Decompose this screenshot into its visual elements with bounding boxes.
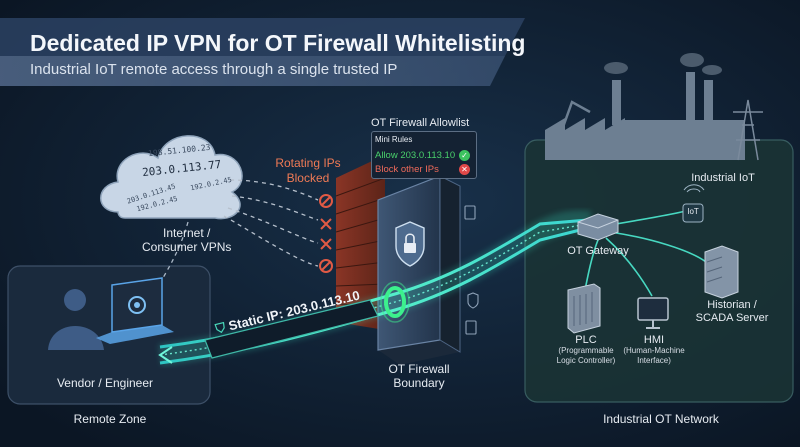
page-title: Dedicated IP VPN for OT Firewall Whiteli… <box>30 30 526 56</box>
shield-check-icon <box>467 292 479 309</box>
x-circle-icon: ✕ <box>459 164 470 175</box>
hmi-icon <box>637 297 669 329</box>
gear-icon <box>128 296 146 314</box>
power-tower-icon <box>733 99 763 161</box>
engineer-icon <box>48 289 104 350</box>
laptop-icon <box>96 277 174 344</box>
gateway-icon <box>577 213 619 241</box>
plc-icon <box>567 283 601 334</box>
hmi-label: HMI <box>643 334 665 346</box>
ot-network-label: Industrial OT Network <box>603 412 719 426</box>
block-icon <box>319 259 333 273</box>
firewall-device <box>377 175 461 365</box>
block-rule: Block other IPs <box>375 164 439 175</box>
block-icon <box>319 194 333 208</box>
gateway-label: OT Gateway <box>567 245 629 257</box>
allowlist-header: Mini Rules <box>375 135 413 144</box>
firewall-port-ring <box>384 286 406 318</box>
robot-arm-icon <box>560 100 591 131</box>
plc-sublabel: (Programmable Logic Controller) <box>556 346 616 365</box>
historian-label: Historian / SCADA Server <box>695 299 769 324</box>
remote-zone-label: Remote Zone <box>73 412 147 426</box>
x-icon <box>320 218 332 230</box>
page-subtitle: Industrial IoT remote access through a s… <box>30 61 398 78</box>
hmi-sublabel: (Human-Machine Interface) <box>623 346 685 365</box>
static-ip-tag <box>204 299 379 359</box>
industrial-iot-label: Industrial IoT <box>691 172 755 184</box>
rotating-ips-label: Rotating IPs Blocked <box>275 156 341 185</box>
shield-check-icon: ⛉ <box>214 319 227 337</box>
lock-doc-icon <box>465 320 477 335</box>
document-icon <box>464 205 476 220</box>
internet-label: Internet / Consumer VPNs <box>142 226 232 254</box>
allow-rule: Allow 203.0.113.10 <box>375 150 456 161</box>
wifi-icon <box>683 184 705 193</box>
arrow-head <box>158 346 173 364</box>
x-icon <box>320 238 332 250</box>
engineer-label: Vendor / Engineer <box>56 376 154 390</box>
plc-label: PLC <box>575 334 597 346</box>
cloud-icon <box>100 135 243 220</box>
firewall-label: OT Firewall Boundary <box>388 362 450 390</box>
lock-icon <box>404 243 416 253</box>
iot-device-icon <box>682 184 705 223</box>
brick-wall <box>335 155 386 330</box>
check-icon: ✓ <box>459 150 470 161</box>
factory-icon <box>545 53 745 160</box>
iot-label: IoT <box>687 207 699 216</box>
server-icon <box>704 245 739 299</box>
allowlist-title: OT Firewall Allowlist <box>371 117 470 129</box>
